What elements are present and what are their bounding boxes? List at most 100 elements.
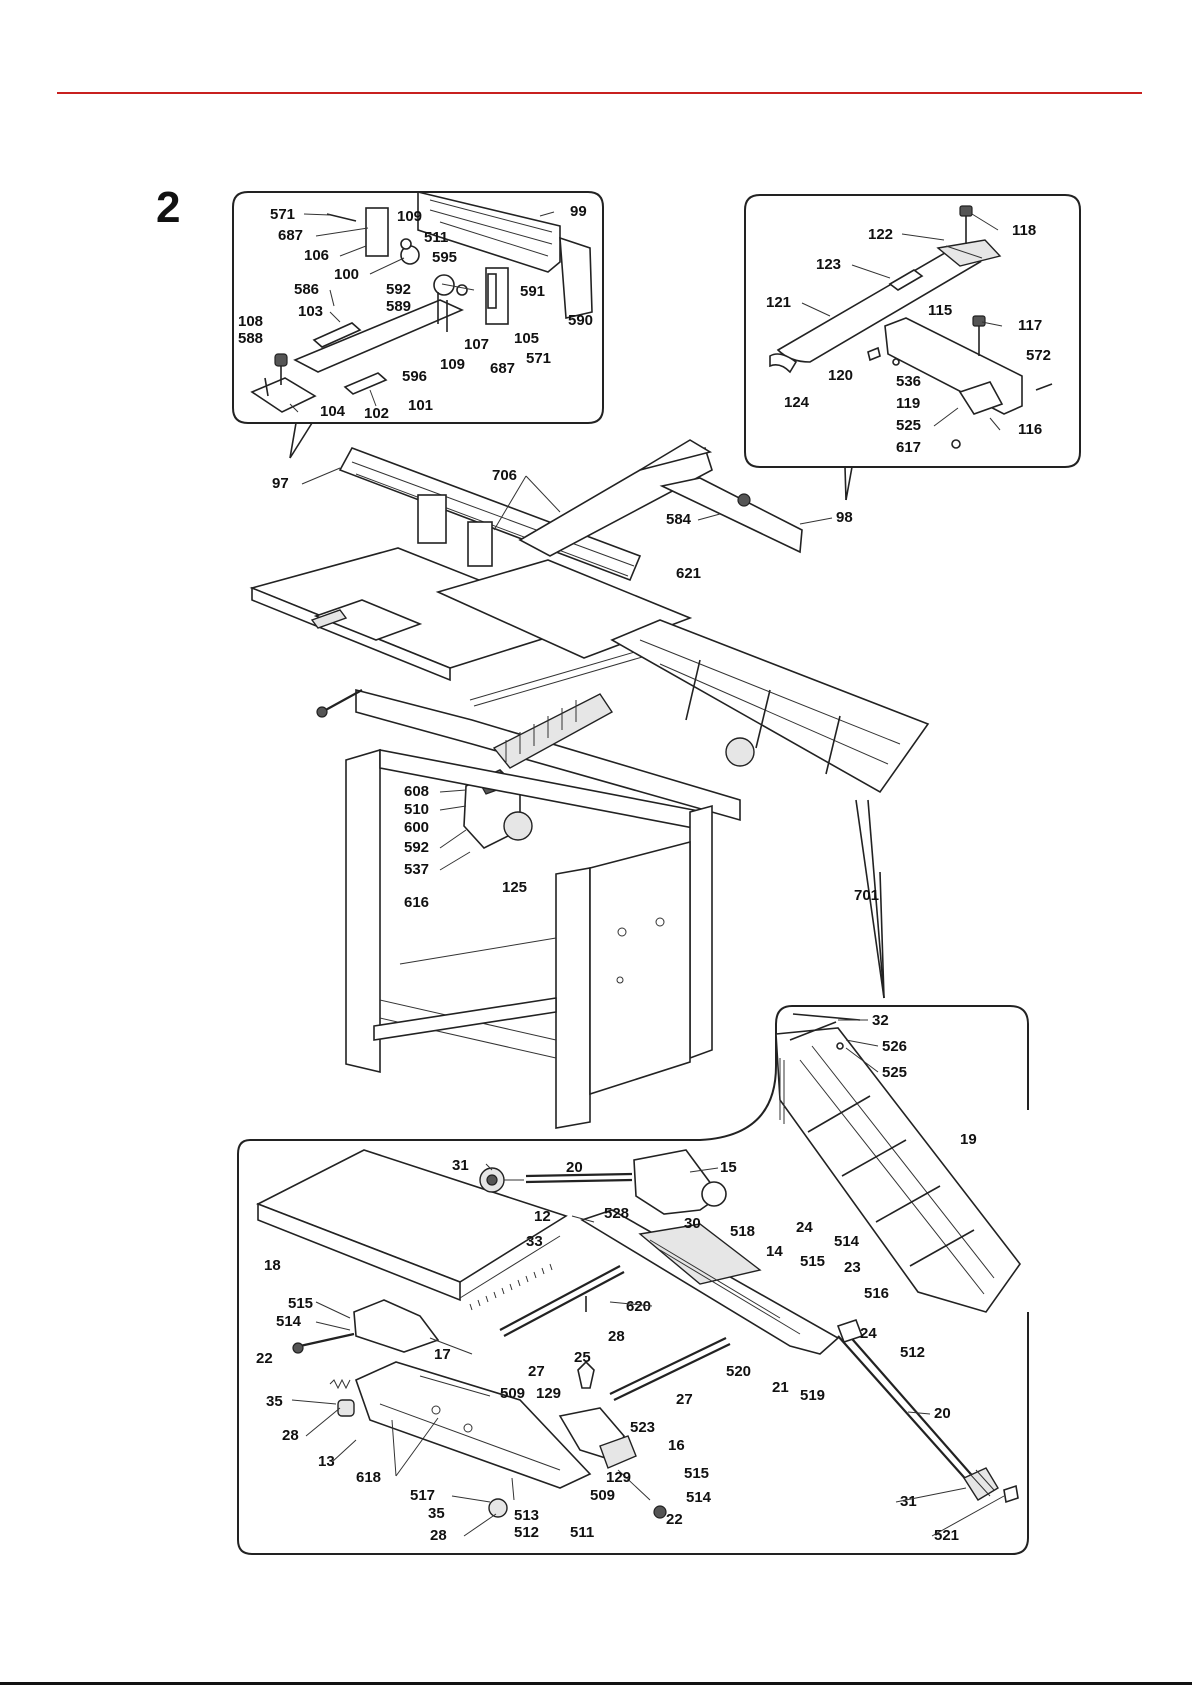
label: 584 xyxy=(666,511,692,528)
label: 511 xyxy=(570,1524,594,1541)
label: 35 xyxy=(266,1393,283,1410)
label: 33 xyxy=(526,1233,543,1250)
label: 35 xyxy=(428,1505,445,1522)
label: 22 xyxy=(256,1350,273,1367)
label: 123 xyxy=(816,256,841,273)
label: 20 xyxy=(934,1405,951,1422)
label: 22 xyxy=(666,1511,683,1528)
label: 23 xyxy=(844,1259,861,1276)
labels-box-right: 32 526 525 19 xyxy=(872,1012,977,1148)
label: 617 xyxy=(896,439,921,456)
label: 25 xyxy=(574,1349,591,1366)
label: 106 xyxy=(304,247,329,264)
label: 513 xyxy=(514,1507,539,1524)
label: 616 xyxy=(404,894,429,911)
figure-number: 2 xyxy=(156,183,181,232)
label: 590 xyxy=(568,312,593,329)
labels-box-bottom: 31 20 15 12 528 30 518 24 33 14 515 514 … xyxy=(256,1157,959,1544)
label: 571 xyxy=(270,206,295,223)
label: 620 xyxy=(626,1298,651,1315)
label: 600 xyxy=(404,819,429,836)
label: 16 xyxy=(668,1437,685,1454)
label: 515 xyxy=(684,1465,709,1482)
label: 27 xyxy=(676,1391,693,1408)
label: 31 xyxy=(900,1493,917,1510)
labels-box-top-right: 118 122 123 121 117 115 572 120 536 124 … xyxy=(766,222,1051,456)
label: 14 xyxy=(766,1243,783,1260)
label: 129 xyxy=(536,1385,561,1402)
label: 523 xyxy=(630,1419,655,1436)
leader-lines xyxy=(289,211,1005,1537)
label: 520 xyxy=(726,1363,751,1380)
label: 103 xyxy=(298,303,323,320)
label: 687 xyxy=(490,360,515,377)
label: 115 xyxy=(928,302,952,319)
label: 595 xyxy=(432,249,457,266)
label: 511 xyxy=(424,229,448,246)
label: 526 xyxy=(882,1038,907,1055)
label: 515 xyxy=(288,1295,313,1312)
label: 125 xyxy=(502,879,527,896)
label: 17 xyxy=(434,1346,451,1363)
label: 108 xyxy=(238,313,263,330)
label: 510 xyxy=(404,801,429,818)
labels-box-top-left: 571 109 99 687 511 106 595 100 586 592 5… xyxy=(238,203,593,422)
label: 129 xyxy=(606,1469,631,1486)
label: 13 xyxy=(318,1453,335,1470)
label: 104 xyxy=(320,403,346,420)
label: 706 xyxy=(492,467,517,484)
label: 116 xyxy=(1018,421,1042,438)
label: 525 xyxy=(896,417,921,434)
label: 591 xyxy=(520,283,545,300)
label: 516 xyxy=(864,1285,889,1302)
label: 509 xyxy=(500,1385,525,1402)
label: 99 xyxy=(570,203,587,220)
label: 521 xyxy=(934,1527,959,1544)
label: 592 xyxy=(404,839,429,856)
label: 509 xyxy=(590,1487,615,1504)
label: 97 xyxy=(272,475,289,492)
label: 528 xyxy=(604,1205,629,1222)
label: 117 xyxy=(1018,317,1042,334)
labels-machine: 97 706 98 584 621 608 510 600 592 537 12… xyxy=(272,467,879,911)
label: 589 xyxy=(386,298,411,315)
detail-box-thickness-table xyxy=(270,1005,1029,1313)
label: 514 xyxy=(276,1313,302,1330)
label: 28 xyxy=(430,1527,447,1544)
label: 122 xyxy=(868,226,893,243)
label: 21 xyxy=(772,1379,789,1396)
label: 100 xyxy=(334,266,359,283)
label: 687 xyxy=(278,227,303,244)
label: 107 xyxy=(464,336,489,353)
label: 586 xyxy=(294,281,319,298)
label: 518 xyxy=(730,1223,755,1240)
label: 571 xyxy=(526,350,551,367)
detail-box-fence-assembly xyxy=(232,190,604,459)
label: 517 xyxy=(410,1487,435,1504)
label: 515 xyxy=(800,1253,825,1270)
label: 32 xyxy=(872,1012,889,1029)
label: 592 xyxy=(386,281,411,298)
label: 18 xyxy=(264,1257,281,1274)
label: 621 xyxy=(676,565,701,582)
jointer-planer-machine xyxy=(249,439,930,1129)
label: 20 xyxy=(566,1159,583,1176)
label: 105 xyxy=(514,330,539,347)
label: 596 xyxy=(402,368,427,385)
label: 124 xyxy=(784,394,810,411)
label: 618 xyxy=(356,1469,381,1486)
label: 101 xyxy=(408,397,433,414)
label: 28 xyxy=(282,1427,299,1444)
label: 19 xyxy=(960,1131,977,1148)
label: 519 xyxy=(800,1387,825,1404)
label: 572 xyxy=(1026,347,1051,364)
detail-box-guard-assembly xyxy=(744,194,1081,501)
label: 102 xyxy=(364,405,389,422)
label: 30 xyxy=(684,1215,701,1232)
label: 512 xyxy=(514,1524,539,1541)
label: 537 xyxy=(404,861,429,878)
label: 31 xyxy=(452,1157,469,1174)
label: 608 xyxy=(404,783,429,800)
label: 98 xyxy=(836,509,853,526)
